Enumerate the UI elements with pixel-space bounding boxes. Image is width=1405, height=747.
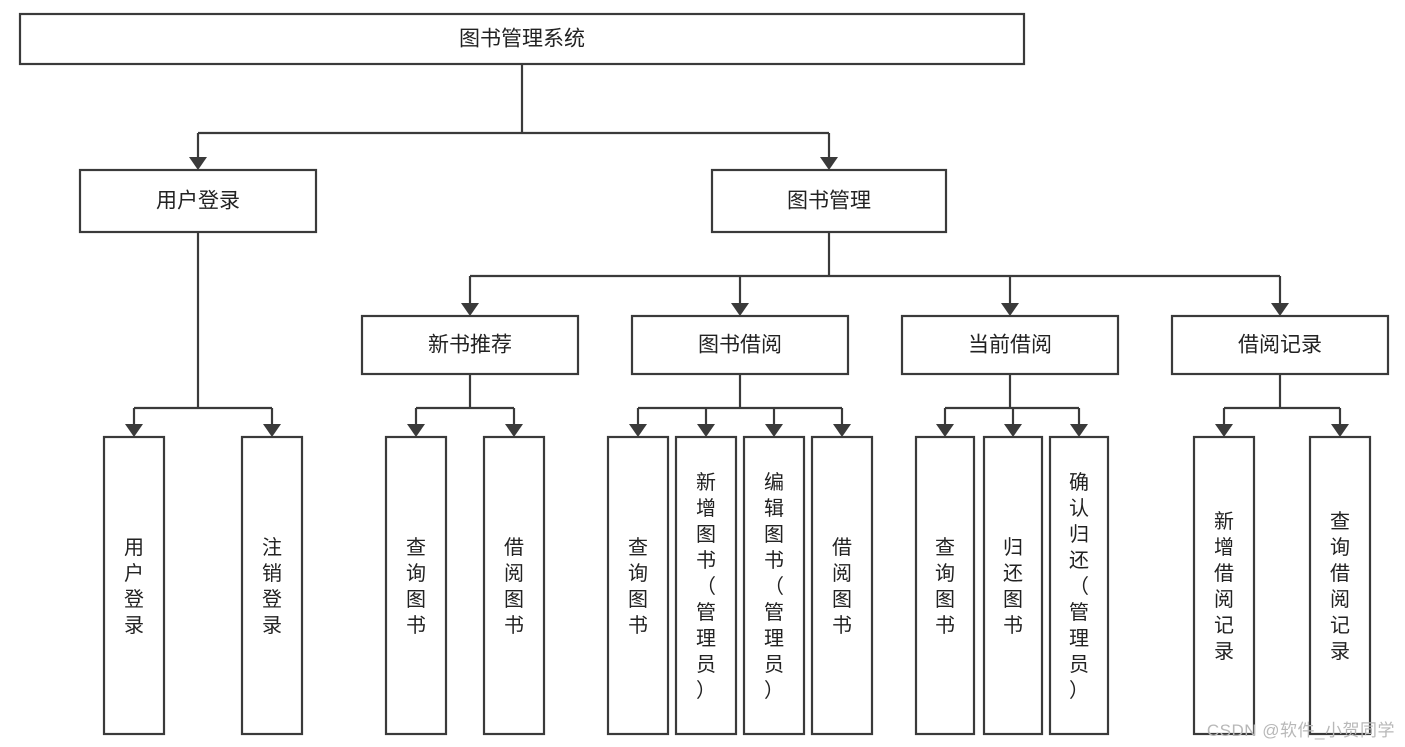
node-borrow-record[interactable]: 借阅记录 bbox=[1170, 314, 1390, 376]
arrow-head-user-login bbox=[189, 157, 207, 170]
node-layer: 图书管理系统用户登录图书管理新书推荐图书借阅当前借阅借阅记录用户登录注销登录查询… bbox=[18, 12, 1390, 736]
node-label-leaf-cur-confirm: 确认归还（管理员） bbox=[1069, 471, 1089, 702]
arrow-head-book-manage bbox=[820, 157, 838, 170]
node-label-borrow-record: 借阅记录 bbox=[1238, 334, 1322, 357]
node-box-leaf-borrow-edit bbox=[742, 435, 806, 736]
node-box-new-book-rec bbox=[360, 314, 580, 376]
node-current-borrow[interactable]: 当前借阅 bbox=[900, 314, 1120, 376]
arrow-head-leaf-rec-borrow bbox=[505, 424, 523, 437]
node-label-leaf-borrow-do: 借阅图书 bbox=[832, 536, 852, 637]
node-label-leaf-borrow-query: 查询图书 bbox=[628, 536, 648, 637]
arrow-head-leaf-borrow-do bbox=[833, 424, 851, 437]
arrow-head-leaf-cur-return bbox=[1004, 424, 1022, 437]
node-label-current-borrow: 当前借阅 bbox=[968, 334, 1052, 357]
node-box-book-manage bbox=[710, 168, 948, 234]
node-label-new-book-rec: 新书推荐 bbox=[428, 334, 512, 357]
node-box-root bbox=[18, 12, 1026, 66]
node-label-root: 图书管理系统 bbox=[459, 28, 585, 51]
arrow-head-leaf-borrow-query bbox=[629, 424, 647, 437]
node-leaf-borrow-edit[interactable]: 编辑图书（管理员） bbox=[742, 435, 806, 736]
node-user-login[interactable]: 用户登录 bbox=[78, 168, 318, 234]
node-box-leaf-borrow-query bbox=[606, 435, 670, 736]
arrow-head-leaf-rec-query2 bbox=[1331, 424, 1349, 437]
node-leaf-rec-borrow[interactable]: 借阅图书 bbox=[482, 435, 546, 736]
node-box-current-borrow bbox=[900, 314, 1120, 376]
node-leaf-borrow-do[interactable]: 借阅图书 bbox=[810, 435, 874, 736]
node-box-leaf-cur-query bbox=[914, 435, 976, 736]
arrow-head-leaf-borrow-add bbox=[697, 424, 715, 437]
node-box-leaf-borrow-do bbox=[810, 435, 874, 736]
node-leaf-rec-query[interactable]: 查询图书 bbox=[384, 435, 448, 736]
arrow-head-leaf-rec-add bbox=[1215, 424, 1233, 437]
node-leaf-borrow-query[interactable]: 查询图书 bbox=[606, 435, 670, 736]
arrow-head-current-borrow bbox=[1001, 303, 1019, 316]
node-label-book-manage: 图书管理 bbox=[787, 190, 871, 213]
node-book-manage[interactable]: 图书管理 bbox=[710, 168, 948, 234]
arrow-head-leaf-user-login bbox=[125, 424, 143, 437]
node-leaf-logout[interactable]: 注销登录 bbox=[240, 435, 304, 736]
node-box-leaf-rec-query bbox=[384, 435, 448, 736]
node-label-leaf-cur-query: 查询图书 bbox=[935, 536, 955, 637]
node-leaf-rec-add[interactable]: 新增借阅记录 bbox=[1192, 435, 1256, 736]
node-label-leaf-rec-query: 查询图书 bbox=[406, 536, 426, 637]
node-label-user-login: 用户登录 bbox=[156, 190, 240, 213]
arrow-head-leaf-cur-confirm bbox=[1070, 424, 1088, 437]
arrow-head-leaf-borrow-edit bbox=[765, 424, 783, 437]
node-label-leaf-rec-query2: 查询借阅记录 bbox=[1330, 510, 1350, 663]
node-label-book-borrow: 图书借阅 bbox=[698, 334, 782, 357]
node-box-leaf-rec-query2 bbox=[1308, 435, 1372, 736]
arrow-head-leaf-logout bbox=[263, 424, 281, 437]
arrow-head-new-book-rec bbox=[461, 303, 479, 316]
node-label-leaf-borrow-add: 新增图书（管理员） bbox=[696, 471, 716, 702]
node-leaf-borrow-add[interactable]: 新增图书（管理员） bbox=[674, 435, 738, 736]
node-leaf-rec-query2[interactable]: 查询借阅记录 bbox=[1308, 435, 1372, 736]
node-new-book-rec[interactable]: 新书推荐 bbox=[360, 314, 580, 376]
node-box-borrow-record bbox=[1170, 314, 1390, 376]
connector-layer bbox=[125, 64, 1349, 437]
node-label-leaf-user-login: 用户登录 bbox=[124, 537, 144, 637]
node-label-leaf-rec-add: 新增借阅记录 bbox=[1214, 510, 1234, 663]
arrow-head-leaf-rec-query bbox=[407, 424, 425, 437]
node-box-leaf-logout bbox=[240, 435, 304, 736]
node-box-leaf-rec-add bbox=[1192, 435, 1256, 736]
csdn-watermark: CSDN @软件_小贺同学 bbox=[1206, 721, 1395, 740]
node-leaf-user-login[interactable]: 用户登录 bbox=[102, 435, 166, 736]
node-label-leaf-borrow-edit: 编辑图书（管理员） bbox=[764, 471, 784, 702]
node-label-leaf-logout: 注销登录 bbox=[262, 536, 282, 637]
node-leaf-cur-query[interactable]: 查询图书 bbox=[914, 435, 976, 736]
node-label-leaf-cur-return: 归还图书 bbox=[1003, 536, 1023, 637]
node-box-leaf-cur-return bbox=[982, 435, 1044, 736]
node-leaf-cur-confirm[interactable]: 确认归还（管理员） bbox=[1048, 435, 1110, 736]
node-box-user-login bbox=[78, 168, 318, 234]
node-box-leaf-rec-borrow bbox=[482, 435, 546, 736]
node-label-leaf-rec-borrow: 借阅图书 bbox=[504, 536, 524, 637]
node-box-leaf-borrow-add bbox=[674, 435, 738, 736]
arrow-head-borrow-record bbox=[1271, 303, 1289, 316]
arrow-head-book-borrow bbox=[731, 303, 749, 316]
node-box-leaf-cur-confirm bbox=[1048, 435, 1110, 736]
node-root[interactable]: 图书管理系统 bbox=[18, 12, 1026, 66]
node-leaf-cur-return[interactable]: 归还图书 bbox=[982, 435, 1044, 736]
node-box-leaf-user-login bbox=[102, 435, 166, 736]
node-box-book-borrow bbox=[630, 314, 850, 376]
arrow-head-leaf-cur-query bbox=[936, 424, 954, 437]
node-book-borrow[interactable]: 图书借阅 bbox=[630, 314, 850, 376]
